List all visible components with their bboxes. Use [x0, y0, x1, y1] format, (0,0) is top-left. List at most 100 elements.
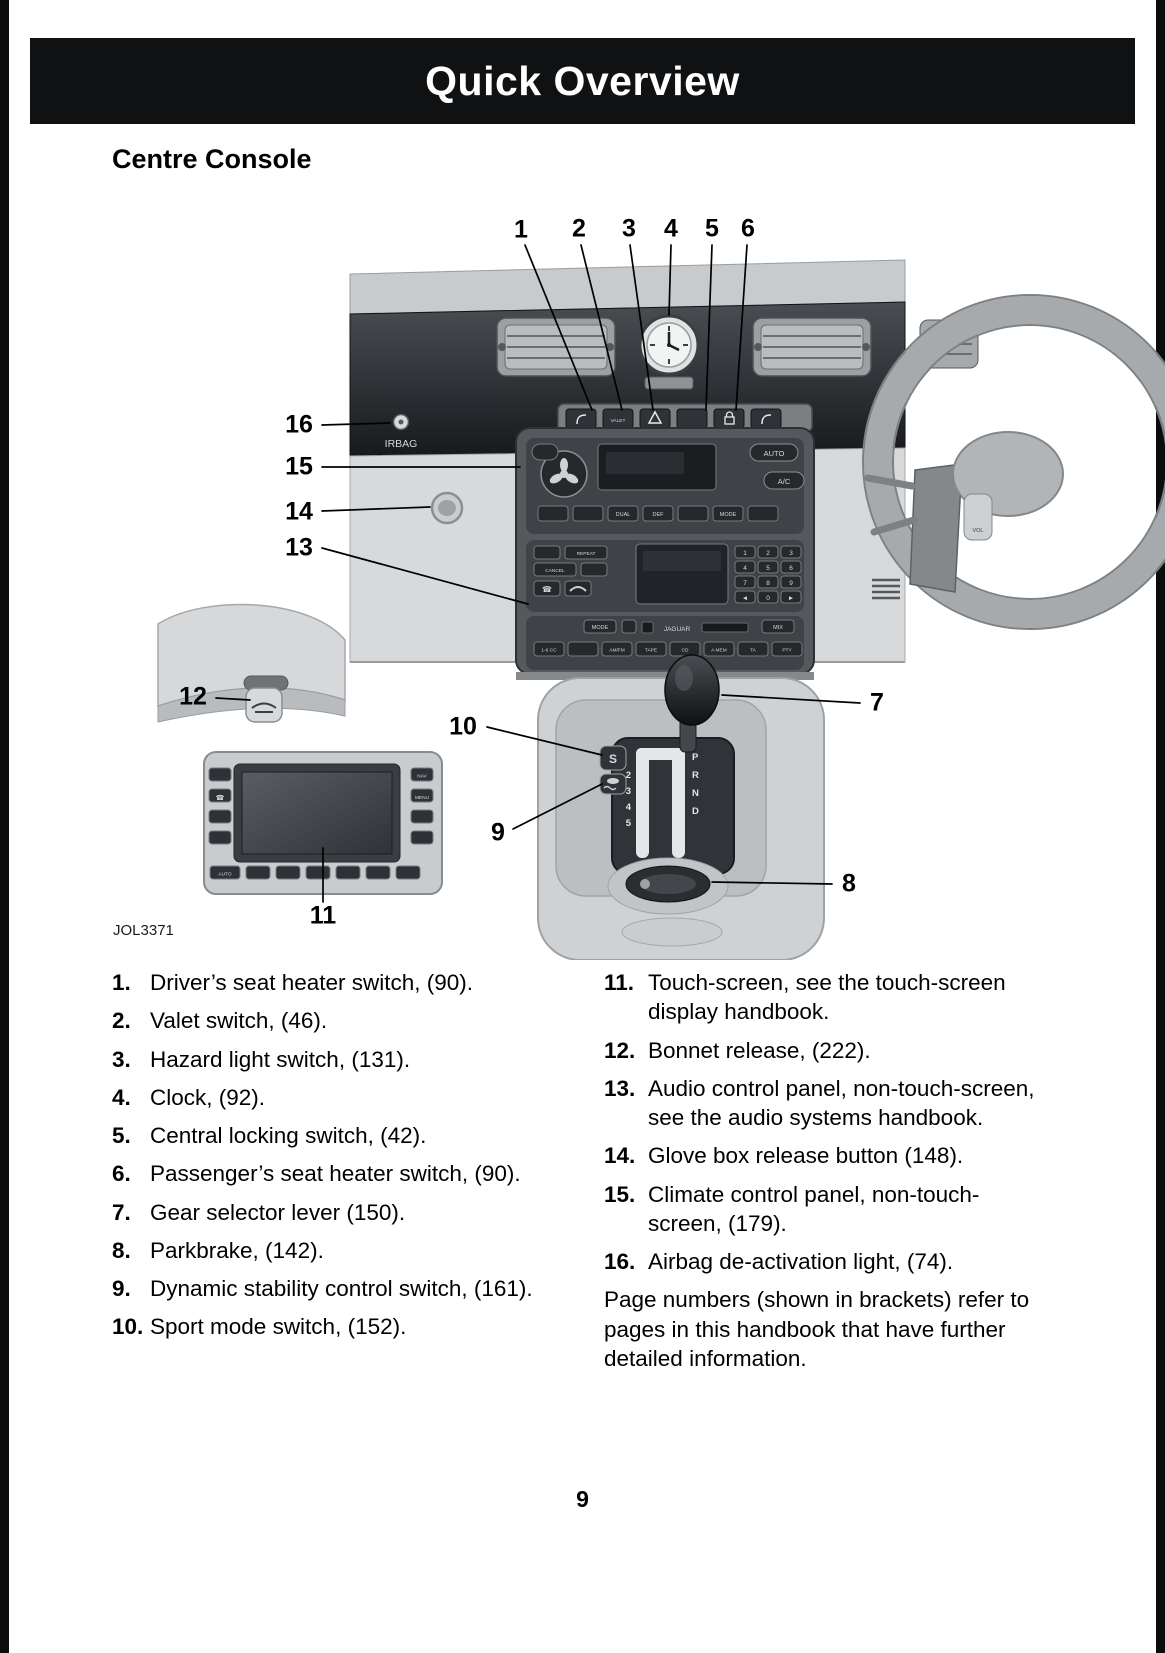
steering-wheel: VOL [862, 294, 1165, 630]
fan-icon [549, 458, 579, 484]
glove-box-release-button [430, 491, 464, 525]
irbag-label: IRBAG [385, 438, 418, 450]
legend-item-number: 9. [112, 1276, 131, 1301]
ta-label: TA [750, 648, 757, 654]
auto-touch-label: AUTO [218, 872, 232, 878]
parkbrake-lever [607, 857, 729, 915]
page-title: Quick Overview [425, 57, 740, 104]
pty-label: PTY [782, 648, 792, 654]
legend-item-5: 5.Central locking switch, (42). [112, 1121, 560, 1150]
legend-item-15: 15.Climate control panel, non-touch-scre… [604, 1180, 1052, 1239]
legend-item-number: 1. [112, 970, 131, 995]
console-diagram: IRBAG VALET [113, 214, 1165, 960]
legend-item-6: 6.Passenger’s seat heater switch, (90). [112, 1159, 560, 1188]
legend-item-13: 13.Audio control panel, non-touch-screen… [604, 1074, 1052, 1133]
callout-4: 4 [664, 214, 678, 243]
legend-item-text: Parkbrake, (142). [150, 1237, 324, 1263]
legend-item-text: Gear selector lever (150). [150, 1199, 406, 1225]
wheel-volume-cluster [963, 493, 993, 541]
console-rear-tray [621, 917, 723, 947]
airbag-deactivation-light: IRBAG [385, 413, 418, 450]
tape-label: TAPE [645, 648, 657, 654]
driver-seat-heater-icon [576, 414, 587, 425]
legend-item-number: 12. [604, 1037, 636, 1063]
touch-right-buttons [410, 767, 434, 845]
legend-left-column: 1. Driver’s seat heater switch, (90). 2. V… [112, 968, 560, 1373]
switch-row: VALET [557, 403, 813, 433]
sport-mode-switch [599, 745, 627, 771]
callout-8: 8 [842, 869, 856, 898]
callout-1: 1 [514, 215, 528, 244]
key-6: 6 [789, 565, 793, 572]
key-rew: ◄ [742, 595, 748, 602]
cancel-button-label: CANCEL [545, 568, 565, 574]
central-locking-icon [724, 416, 735, 425]
legend-item-12: 12.Bonnet release, (222). [604, 1036, 1052, 1065]
legend-item-text: Glove box release button (148). [648, 1143, 964, 1169]
key-1: 1 [743, 550, 747, 557]
legend-item-text: Valet switch, (46). [150, 1008, 328, 1034]
clock [638, 314, 700, 390]
callout-2: 2 [572, 214, 586, 243]
callout-7: 7 [870, 688, 884, 717]
auto-button-label: AUTO [764, 449, 785, 458]
touch-left-buttons [208, 767, 232, 845]
audio-keypad: 1 2 3 4 5 6 7 8 9 ◄ 0 ► [734, 545, 802, 604]
gear-label-d: D [692, 806, 699, 817]
legend-item-3: 3. Hazard light switch, (131). [112, 1045, 560, 1074]
legend-item-1: 1. Driver’s seat heater switch, (90). [112, 968, 560, 997]
legend-footnote: Page numbers (shown in brackets) refer t… [604, 1287, 1030, 1371]
legend-item-text: Climate control panel, non-touch-screen,… [648, 1181, 980, 1236]
legend-item-text: Hazard light switch, (131). [150, 1046, 411, 1072]
amfm-label: AM/FM [609, 648, 624, 654]
gear-label-r: R [692, 770, 699, 781]
left-air-vent [496, 317, 616, 377]
touch-screen-unit: ☎ NAV MENU AUTO [203, 751, 443, 895]
legend-item-number: 6. [112, 1161, 131, 1187]
vol-label: VOL [972, 528, 983, 534]
passenger-seat-heater-icon [761, 414, 772, 425]
bonnet-icon [251, 702, 277, 709]
column-stalk [870, 516, 918, 536]
page-edge-left [0, 0, 9, 1653]
legend-item-2: 2. Valet switch, (46). [112, 1006, 560, 1035]
callout-16: 16 [285, 410, 313, 439]
callout-15: 15 [285, 452, 313, 481]
menu-button-label: MENU [415, 795, 430, 801]
legend-item-text: Driver’s seat heater switch, (90). [150, 970, 474, 995]
audio-lower-row: MODE JAGUAR MIX 1-6 CC AM/FM TAPE CD A M… [526, 616, 804, 670]
legend-item-text: Sport mode switch, (152). [150, 1314, 407, 1340]
ac-button-label: A/C [778, 477, 791, 486]
page-number: 9 [576, 1486, 589, 1512]
key-2: 2 [766, 550, 770, 557]
mix-button-label: MIX [773, 625, 783, 631]
callout-6: 6 [741, 214, 755, 243]
legend-item-number: 11. [604, 970, 635, 995]
audio-control-panel: REPEAT CANCEL ☎ 1 2 3 4 [526, 540, 804, 612]
amem-label: A MEM [711, 648, 726, 654]
gear-label-4: 4 [626, 802, 632, 813]
section-title: Centre Console [112, 144, 312, 174]
gear-label-n: N [692, 788, 699, 799]
legend-item-number: 3. [112, 1046, 131, 1072]
legend-item-number: 2. [112, 1008, 131, 1034]
legend-item-number: 10. [112, 1314, 144, 1340]
legend: 1. Driver’s seat heater switch, (90). 2. V… [112, 968, 1052, 1373]
gear-gate-slot [636, 748, 649, 858]
gear-label-5: 5 [626, 818, 632, 829]
gear-console: 2 3 4 5 P R N D S [537, 654, 825, 960]
callout-11: 11 [309, 901, 337, 930]
auto-button [749, 443, 799, 462]
header-bar: Quick Overview [30, 38, 1135, 124]
phone-icon: ☎ [542, 585, 552, 594]
dual-button-label: DUAL [616, 512, 631, 518]
callout-12: 12 [179, 682, 207, 711]
cc-label: 1-6 CC [541, 648, 557, 654]
key-3: 3 [789, 550, 793, 557]
legend-item-7: 7.Gear selector lever (150). [112, 1198, 560, 1227]
legend-item-text: Audio control panel, non-touch-screen, s… [648, 1075, 1035, 1130]
callout-13: 13 [285, 533, 313, 562]
legend-item-text: Central locking switch, (42). [150, 1123, 427, 1148]
hazard-icon [647, 410, 663, 424]
legend-item-11: 11.Touch-screen, see the touch-screen di… [604, 968, 1052, 1027]
